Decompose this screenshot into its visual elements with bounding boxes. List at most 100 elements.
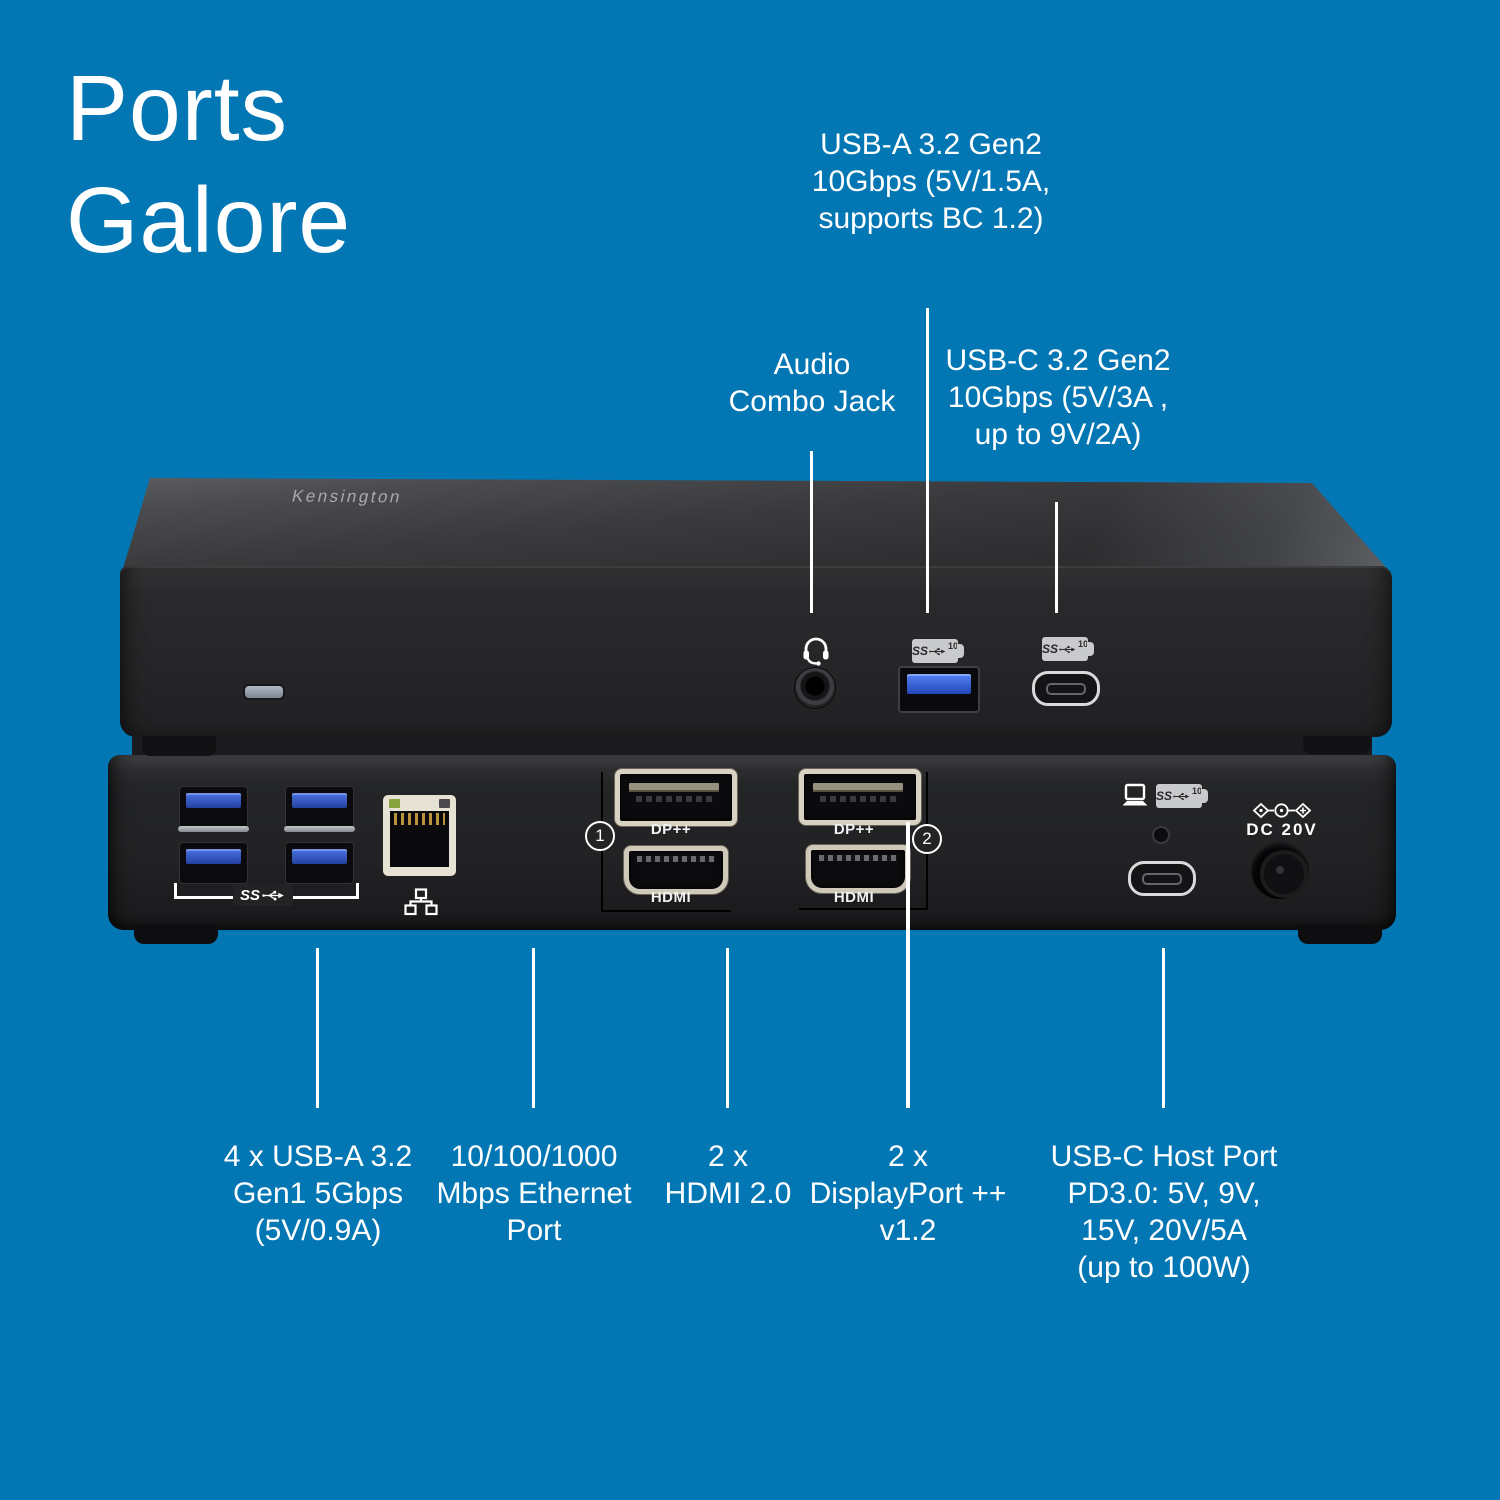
ss-speed-label: 10 (947, 641, 958, 651)
brand-logo: Kensington (290, 486, 405, 507)
ethernet-rj45-port (383, 795, 456, 876)
group-2-number: 2 (912, 824, 942, 854)
usb-a-gen1-port-4 (285, 842, 354, 884)
callout-line-usb4 (316, 948, 319, 1108)
usb-c-host-port (1128, 861, 1196, 896)
headset-icon (799, 633, 833, 667)
callout-line-text: 10/100/1000 (450, 1140, 618, 1173)
hdmi-port-2 (806, 845, 910, 893)
ss-speed-label: 10 (1077, 639, 1088, 649)
callout-line-text: DisplayPort ++ (809, 1177, 1007, 1210)
page-title: Ports Galore (66, 52, 351, 276)
usb-a-blue-tongue (292, 793, 347, 808)
callout-line-audio (810, 451, 813, 613)
usb-a-gen1-port-2 (284, 786, 355, 832)
displayport-1 (615, 769, 737, 826)
dc-jack-pin (1276, 866, 1284, 874)
rubber-foot (1298, 924, 1382, 944)
callout-line-text: 15V, 20V/5A (1081, 1214, 1247, 1247)
activity-led (439, 799, 450, 808)
dc-power-jack (1251, 841, 1309, 899)
callout-usb-c-gen2: USB-C 3.2 Gen2 10Gbps (5V/3A , up to 9V/… (945, 342, 1170, 453)
callout-line-text: HDMI 2.0 (664, 1177, 792, 1210)
callout-line-text: v1.2 (879, 1214, 937, 1247)
usb-c-tongue (1142, 872, 1182, 885)
dp-slot (629, 783, 719, 792)
hdmi1-label: HDMI (650, 889, 692, 906)
dp-slot (813, 783, 903, 792)
chassis-gap-shadow (132, 735, 1372, 757)
usb-superspeed-10-badge: SS 10 (1042, 637, 1094, 661)
callout-line-text: USB-A 3.2 Gen2 (820, 128, 1042, 161)
ss-label: SS (239, 886, 261, 904)
usb-c-gen2-port (1032, 671, 1100, 706)
usb-trident-icon (929, 647, 946, 655)
callout-usbc-host: USB-C Host Port PD3.0: 5V, 9V, 15V, 20V/… (1051, 1138, 1278, 1286)
dp-pins (820, 796, 896, 802)
callout-line-usb-c-gen2 (1055, 502, 1058, 613)
usb-trident-icon (1173, 792, 1190, 800)
callout-line-text: up to 9V/2A) (974, 418, 1142, 451)
usb-a-blue-tongue (186, 849, 241, 864)
hdmi-pins (819, 855, 897, 861)
usb-superspeed-10-badge: SS 10 (1156, 784, 1208, 808)
usb-trident-icon (1059, 645, 1076, 653)
page-title-line2: Galore (66, 168, 352, 272)
callout-line-text: PD3.0: 5V, 9V, (1067, 1177, 1261, 1210)
audio-combo-jack-port (794, 667, 836, 709)
reset-pinhole (1152, 826, 1170, 844)
callout-line-text: supports BC 1.2) (818, 202, 1044, 235)
callout-line-text: 2 x (707, 1140, 749, 1173)
callout-line-text: USB-C Host Port (1050, 1140, 1278, 1173)
callout-line-text: Combo Jack (728, 385, 896, 418)
callout-displayport: 2 x DisplayPort ++ v1.2 (810, 1138, 1007, 1249)
callout-usb4: 4 x USB-A 3.2 Gen1 5Gbps (5V/0.9A) (224, 1138, 412, 1249)
usb-a-gen1-port-3 (179, 842, 248, 884)
callout-line-text: Mbps Ethernet (436, 1177, 632, 1210)
dock-rear-chassis (120, 566, 1392, 737)
laptop-host-icon (1120, 783, 1150, 810)
ss-speed-label: 10 (1191, 786, 1202, 796)
rubber-foot (142, 736, 216, 756)
ethernet-network-icon (404, 888, 438, 916)
usb-a-blue-tongue (907, 674, 971, 694)
rj45-pins (394, 813, 445, 825)
usb-a-gen1-port-1 (178, 786, 249, 832)
hdmi-port-1 (624, 846, 728, 894)
usb-superspeed-logo: SS (232, 884, 294, 906)
callout-line-text: 2 x (887, 1140, 929, 1173)
dc-power-label: DC 20V (1246, 820, 1318, 839)
dock-top-surface (122, 478, 1390, 572)
callout-line-text: USB-C 3.2 Gen2 (945, 344, 1171, 377)
dp2-label: DP++ (833, 821, 875, 838)
callout-line-text: 10Gbps (5V/1.5A, (811, 165, 1051, 198)
callout-ethernet: 10/100/1000 Mbps Ethernet Port (436, 1138, 631, 1249)
callout-usb-a-gen2: USB-A 3.2 Gen2 10Gbps (5V/1.5A, supports… (812, 126, 1050, 237)
dc-jack-ring (1260, 850, 1308, 898)
link-led (389, 799, 400, 808)
dp1-label: DP++ (650, 821, 692, 838)
callout-line-usbc-host (1162, 948, 1165, 1108)
callout-line-displayport (906, 822, 910, 1108)
callout-line-ethernet (532, 948, 535, 1108)
usb-trident-icon (262, 890, 284, 900)
ss-label: SS (1042, 642, 1059, 656)
displayport-2 (799, 769, 921, 825)
ss-label: SS (912, 644, 929, 658)
ss-label: SS (1156, 789, 1173, 803)
callout-line-text: (5V/0.9A) (254, 1214, 382, 1247)
dc-polarity-icon (1252, 802, 1312, 819)
usb-a-blue-tongue (186, 793, 241, 808)
callout-line-usb-a-gen2 (926, 308, 929, 613)
callout-line-text: 4 x USB-A 3.2 (223, 1140, 413, 1173)
usb-superspeed-10-badge: SS 10 (912, 639, 964, 663)
power-led (243, 684, 285, 700)
callout-audio: Audio Combo Jack (729, 346, 896, 420)
rubber-foot (134, 924, 218, 944)
usb-c-tongue (1046, 682, 1086, 695)
usb-a-blue-tongue (292, 849, 347, 864)
callout-line-text: Port (506, 1214, 562, 1247)
callout-line-text: 10Gbps (5V/3A , (947, 381, 1169, 414)
rubber-foot (1303, 736, 1371, 754)
